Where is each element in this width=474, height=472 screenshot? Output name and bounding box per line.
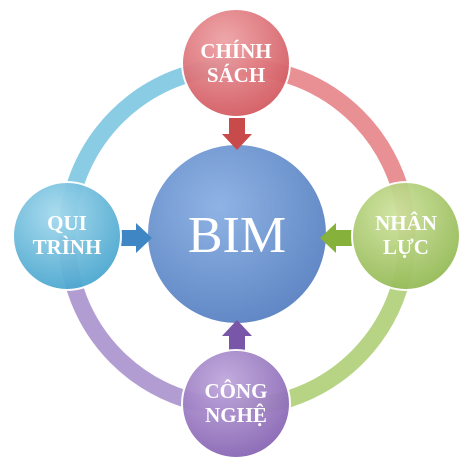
node-circle-left <box>12 181 122 291</box>
node-cong-nghe: CÔNG NGHỆ <box>181 349 291 459</box>
node-nhan-luc: NHÂN LỰC <box>351 181 461 291</box>
node-top-line2: SÁCH <box>207 63 265 87</box>
node-circle-right <box>351 181 461 291</box>
node-right-line1: NHÂN <box>375 211 437 235</box>
arrows <box>120 118 352 352</box>
node-right-line2: LỰC <box>383 235 429 259</box>
arrow-from-left <box>120 223 152 253</box>
node-circle-top <box>181 8 291 118</box>
node-top-line1: CHÍNH <box>200 39 271 63</box>
node-circle-bottom <box>181 349 291 459</box>
arrow-from-right <box>320 223 352 253</box>
center-label: BIM <box>188 207 286 264</box>
node-bottom-line1: CÔNG <box>205 379 268 403</box>
node-bottom-line2: NGHỆ <box>205 403 267 427</box>
node-left-line2: TRÌNH <box>33 235 102 259</box>
node-chinh-sach: CHÍNH SÁCH <box>181 8 291 118</box>
center-node: BIM <box>146 143 328 325</box>
arrow-from-top <box>222 118 252 150</box>
node-qui-trinh: QUI TRÌNH <box>12 181 122 291</box>
arrow-from-bottom <box>222 320 252 352</box>
node-left-line1: QUI <box>47 211 87 235</box>
